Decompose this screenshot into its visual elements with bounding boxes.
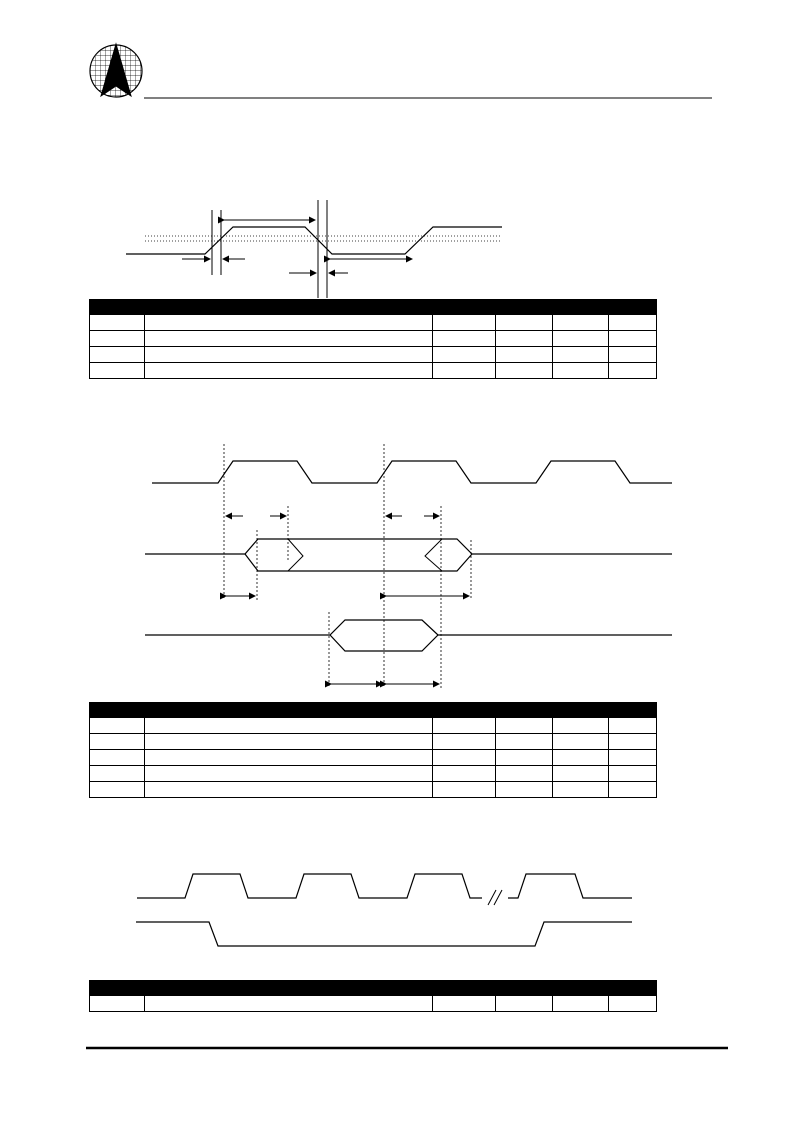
cell: [144, 330, 433, 347]
cell: [608, 330, 657, 347]
cell: [144, 717, 433, 734]
col-parameter: [144, 980, 433, 996]
arrowhead-globe-logo-icon: [89, 42, 143, 98]
col-typ: [495, 702, 553, 718]
cell: [608, 733, 657, 750]
clock-enable-timing-table: [89, 980, 657, 1012]
cell: [432, 749, 496, 766]
cell: [608, 995, 657, 1012]
cell: [432, 346, 496, 363]
data-waveform-b: [145, 619, 672, 636]
cell: [552, 362, 609, 379]
table-header-row: [89, 980, 657, 996]
clock-waveform: [137, 873, 482, 899]
data-transition-a: [287, 538, 304, 572]
cell: [89, 362, 145, 379]
col-typ: [495, 980, 553, 996]
data-waveform-a: [145, 538, 672, 555]
cell: [89, 330, 145, 347]
cell: [89, 717, 145, 734]
cell: [144, 346, 433, 363]
enable-waveform: [136, 921, 632, 947]
col-symbol: [89, 980, 145, 996]
data-waveform-b-low: [329, 634, 439, 652]
cell: [552, 995, 609, 1012]
col-min: [432, 980, 496, 996]
reset-timing-table: [89, 299, 657, 379]
cell: [608, 362, 657, 379]
cell: [432, 330, 496, 347]
table-row: [89, 314, 657, 331]
table-header-row: [89, 702, 657, 718]
data-waveform-a-low: [244, 553, 473, 572]
cell: [495, 346, 553, 363]
cell: [552, 765, 609, 782]
table-row: [89, 749, 657, 766]
table-row: [89, 330, 657, 347]
cell: [552, 749, 609, 766]
col-max: [552, 980, 609, 996]
cell: [432, 995, 496, 1012]
table-row: [89, 346, 657, 363]
cell: [144, 781, 433, 798]
cell: [432, 781, 496, 798]
cell: [89, 995, 145, 1012]
cell: [608, 314, 657, 331]
col-unit: [608, 980, 657, 996]
cell: [608, 765, 657, 782]
cell: [495, 995, 553, 1012]
cell: [432, 362, 496, 379]
cell: [552, 781, 609, 798]
cell: [608, 717, 657, 734]
cell: [495, 330, 553, 347]
cell: [144, 314, 433, 331]
cell: [552, 330, 609, 347]
col-unit: [608, 702, 657, 718]
cell: [144, 733, 433, 750]
table-row: [89, 995, 657, 1012]
cell: [608, 781, 657, 798]
clock-data-timing-table: [89, 702, 657, 798]
cell: [495, 781, 553, 798]
cell: [144, 765, 433, 782]
cell: [552, 314, 609, 331]
cell: [144, 749, 433, 766]
cell: [144, 362, 433, 379]
col-parameter: [144, 702, 433, 718]
break-mark-icon: [493, 889, 503, 906]
cell: [432, 733, 496, 750]
cell: [495, 362, 553, 379]
cell: [89, 765, 145, 782]
cell: [144, 995, 433, 1012]
data-transition-b: [424, 538, 443, 572]
break-mark-icon: [487, 889, 497, 906]
cell: [552, 733, 609, 750]
cell: [552, 717, 609, 734]
clock-waveform: [152, 460, 672, 484]
table-row: [89, 362, 657, 379]
clock-waveform-continued: [508, 873, 632, 899]
table-row: [89, 781, 657, 798]
